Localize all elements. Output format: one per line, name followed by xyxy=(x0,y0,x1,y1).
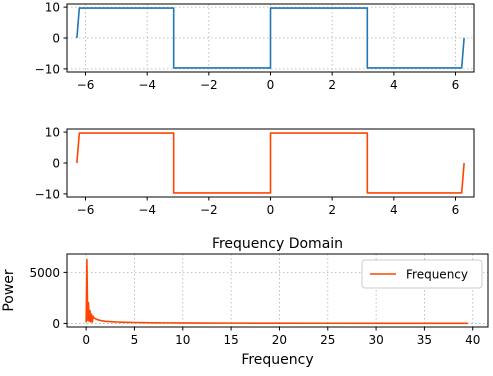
x-tick-label: 10 xyxy=(175,333,190,347)
x-tick-label: 0 xyxy=(82,333,90,347)
x-tick-label: −4 xyxy=(138,78,156,92)
x-tick-label: 5 xyxy=(131,333,139,347)
x-axis-label: Frequency xyxy=(241,352,313,368)
legend: Frequency xyxy=(361,259,483,289)
chart-panel-1: −6 −4 −2 0 2 4 6 −10 0 10 xyxy=(35,1,475,92)
y-tick-label: 0 xyxy=(52,157,60,171)
x-tick-label: 30 xyxy=(368,333,383,347)
x-tick-label: 0 xyxy=(267,78,275,92)
x-tick-label: 6 xyxy=(452,203,460,217)
y-tick-label: 0 xyxy=(52,32,60,46)
x-tick-label: −6 xyxy=(77,203,95,217)
x-tick-label: 20 xyxy=(272,333,287,347)
x-tick-label: 35 xyxy=(417,333,432,347)
y-tick-label: 10 xyxy=(45,1,60,15)
chart-title: Frequency Domain xyxy=(212,236,343,252)
x-tick-label: 2 xyxy=(328,78,336,92)
plot-frame xyxy=(66,253,489,328)
x-tick-label: 25 xyxy=(320,333,335,347)
x-tick-label: 15 xyxy=(223,333,238,347)
x-tick-label: −4 xyxy=(138,203,156,217)
legend-label: Frequency xyxy=(406,268,468,282)
x-tick-label: −2 xyxy=(200,78,218,92)
y-tick-label: −10 xyxy=(35,187,60,201)
x-tick-label: 2 xyxy=(328,203,336,217)
x-tick-label: 4 xyxy=(390,78,398,92)
x-tick-label: −2 xyxy=(200,203,218,217)
y-axis-label: Power xyxy=(1,269,17,312)
y-tick-label: 10 xyxy=(45,126,60,140)
x-tick-label: 4 xyxy=(390,203,398,217)
y-tick-label: −10 xyxy=(35,62,60,76)
x-tick-label: 6 xyxy=(452,78,460,92)
series-line-1 xyxy=(85,258,468,325)
x-tick-label: −6 xyxy=(77,78,95,92)
series-line-1 xyxy=(76,132,465,194)
chart-panel-2: −6 −4 −2 0 2 4 6 −10 0 10 xyxy=(35,126,475,217)
x-tick-label: 40 xyxy=(465,333,480,347)
chart-panel-3: 0 5 10 15 20 25 30 35 40 0 5000 Frequency DomainFre… xyxy=(1,236,489,368)
x-tick-label: 0 xyxy=(267,203,275,217)
y-tick-label: 5000 xyxy=(29,266,60,280)
legend-box xyxy=(361,259,483,289)
series-line-1 xyxy=(76,7,465,69)
y-tick-label: 0 xyxy=(52,317,60,331)
